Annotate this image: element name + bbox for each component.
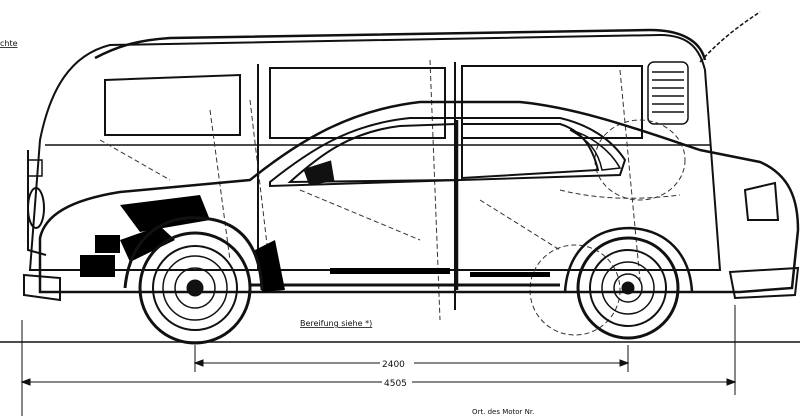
wheelbase-dimension: 2400 <box>382 360 405 370</box>
sedan-silhouette <box>23 100 800 302</box>
engine-bay-fill <box>80 195 550 292</box>
rear-wheel <box>563 226 694 340</box>
top-left-fragment-label: chte <box>0 39 18 48</box>
dimension-lines <box>20 305 737 416</box>
overall-length-dimension: 4505 <box>384 379 407 389</box>
hidden-lines <box>99 59 686 336</box>
bottom-note-label: Ort. des Motor Nr. <box>472 408 534 416</box>
vent-grille <box>647 61 689 125</box>
tire-note-label: Bereifung siehe *) <box>300 319 372 328</box>
van-silhouette <box>27 11 761 310</box>
front-wheel <box>123 216 264 345</box>
